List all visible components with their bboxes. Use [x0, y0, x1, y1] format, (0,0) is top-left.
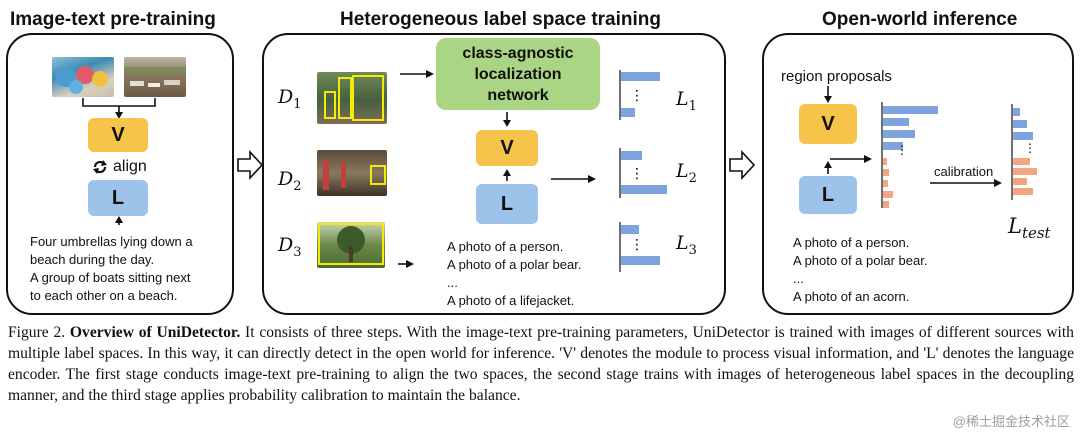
bar-inference-orange-4: [883, 191, 893, 198]
calibration-label: calibration: [934, 164, 993, 179]
bar-test-orange-1: [1013, 158, 1030, 165]
test-score-bars: ⋮: [1010, 104, 1060, 209]
openworld-prompt-2: A photo of a polar bear.: [793, 252, 927, 270]
dots-inference: ⋮: [896, 143, 908, 157]
openworld-prompt-1: A photo of a person.: [793, 234, 909, 252]
bar-test-blue-2: [1013, 120, 1027, 128]
figure-caption: Figure 2. Overview of UniDetector. It co…: [8, 322, 1074, 406]
bar-inference-blue-2: [883, 118, 909, 126]
bar-inference-orange-3: [883, 180, 888, 187]
openworld-vision-box: V: [799, 104, 857, 144]
bar-inference-orange-2: [883, 169, 889, 176]
openworld-prompt-4: A photo of an acorn.: [793, 288, 909, 306]
openworld-language-box: L: [799, 176, 857, 214]
bar-inference-orange-5: [883, 201, 889, 208]
caption-prefix: Figure 2.: [8, 324, 70, 341]
dots-test: ⋮: [1024, 141, 1036, 155]
inference-score-bars: ⋮: [880, 102, 950, 215]
watermark: @稀土掘金技术社区: [953, 411, 1070, 430]
bar-test-orange-2: [1013, 168, 1037, 175]
bar-test-orange-4: [1013, 188, 1033, 195]
bar-inference-blue-3: [883, 130, 915, 138]
bar-test-orange-3: [1013, 178, 1027, 185]
bar-inference-blue-1: [883, 106, 938, 114]
loss-test: Ltest: [1008, 214, 1051, 242]
bar-test-blue-3: [1013, 132, 1033, 140]
caption-title: Overview of UniDetector.: [70, 324, 240, 341]
bar-test-blue-1: [1013, 108, 1020, 116]
openworld-prompt-ellipsis: ...: [793, 270, 804, 288]
bar-inference-orange-1: [883, 158, 887, 165]
